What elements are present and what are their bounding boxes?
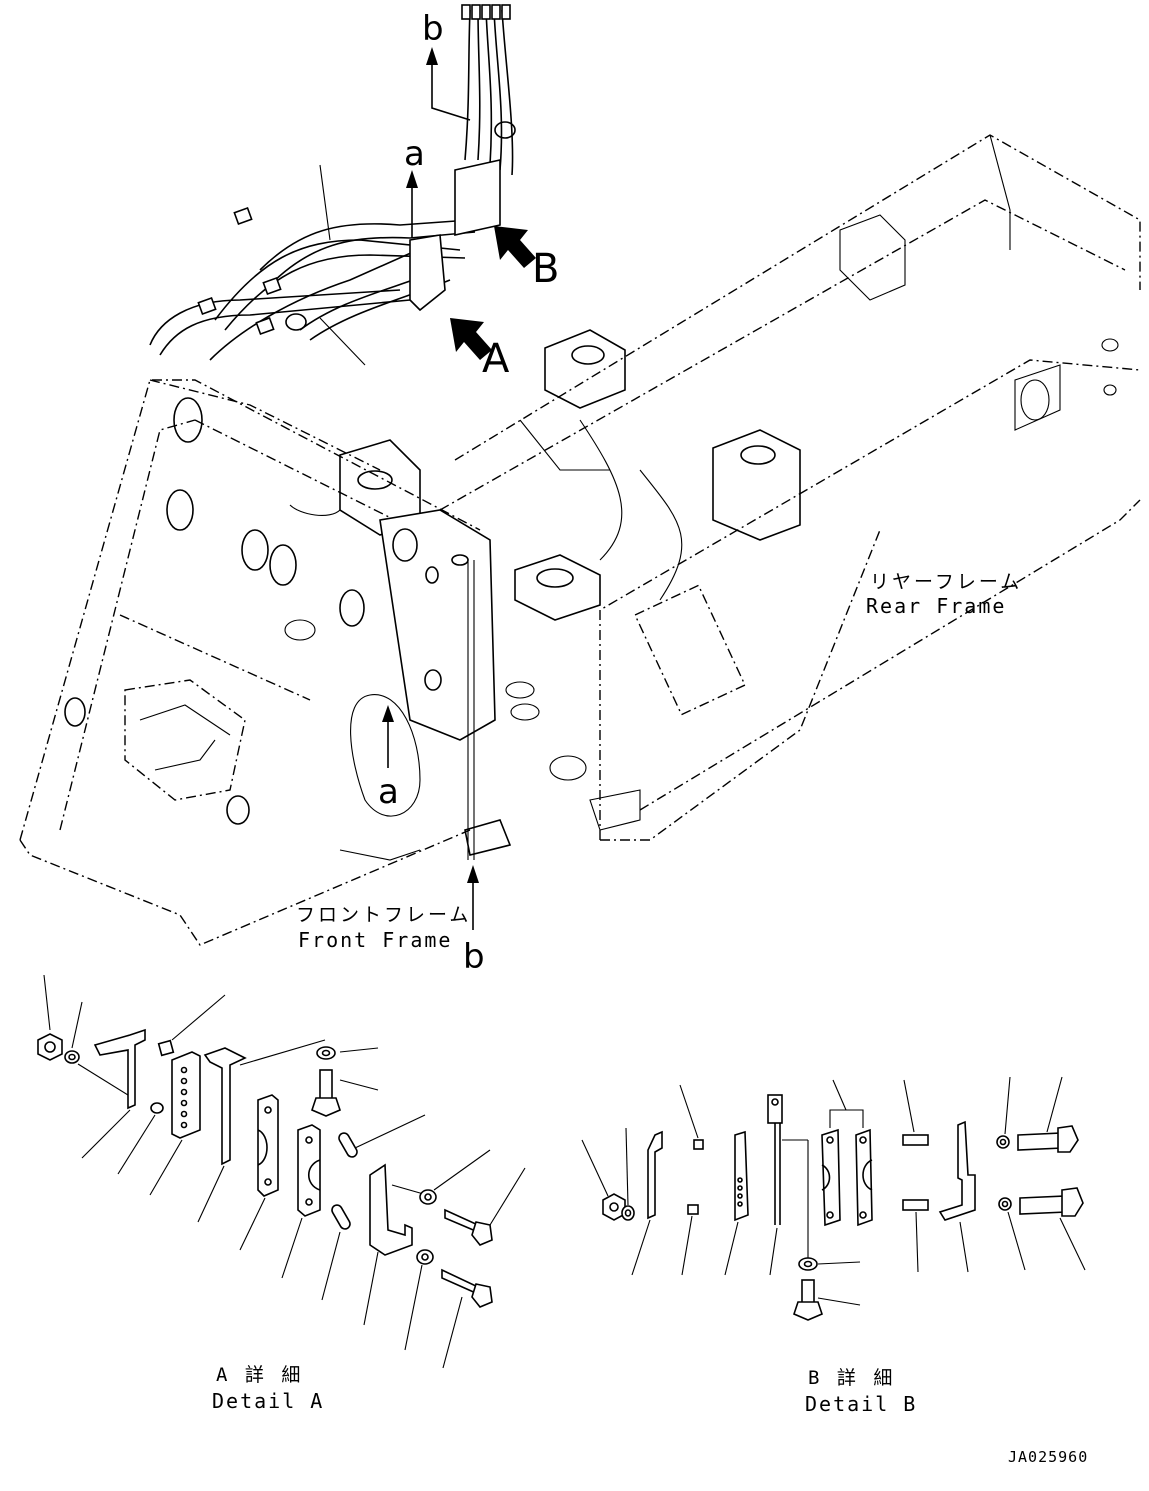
callout-a-mid: a <box>350 694 421 817</box>
front-frame-jp: フロントフレーム <box>296 904 471 926</box>
view-arrow-B: B <box>494 226 559 292</box>
rear-frame <box>339 134 1141 841</box>
center-hinge-plate <box>379 509 512 860</box>
arrow-B-icon <box>494 226 536 268</box>
detail-a-jp: A 詳 細 <box>216 1364 303 1386</box>
detail-b-label: B 詳 細 Detail B <box>805 1367 917 1416</box>
callout-b-top-label: b <box>422 9 444 49</box>
view-B-label: B <box>532 246 559 292</box>
rear-frame-jp: リヤーフレーム <box>870 571 1022 593</box>
callout-b-bottom: b <box>463 865 485 977</box>
hose-harness <box>149 4 516 366</box>
view-A-label: A <box>482 336 510 382</box>
detail-a-parts <box>37 974 526 1369</box>
arrow-A-icon <box>450 318 492 360</box>
callout-b-top: b <box>422 9 471 121</box>
callout-b-bottom-label: b <box>463 937 485 977</box>
front-frame-label: フロントフレーム Front Frame <box>296 904 471 952</box>
detail-a-label: A 詳 細 Detail A <box>212 1364 324 1413</box>
rear-frame-label: リヤーフレーム Rear Frame <box>866 571 1022 618</box>
callout-a-mid-label: a <box>378 772 399 812</box>
front-frame <box>19 379 481 946</box>
callout-a-top-label: a <box>404 134 425 174</box>
detail-b-jp: B 詳 細 <box>808 1367 895 1389</box>
drawing-number: JA025960 <box>1008 1448 1088 1466</box>
detail-b-parts <box>581 1076 1086 1321</box>
detail-a-en: Detail A <box>212 1389 324 1413</box>
front-frame-en: Front Frame <box>298 928 452 952</box>
detail-b-en: Detail B <box>805 1392 917 1416</box>
rear-frame-en: Rear Frame <box>866 594 1006 618</box>
callout-a-top: a <box>404 134 425 238</box>
view-arrow-A: A <box>450 318 510 382</box>
